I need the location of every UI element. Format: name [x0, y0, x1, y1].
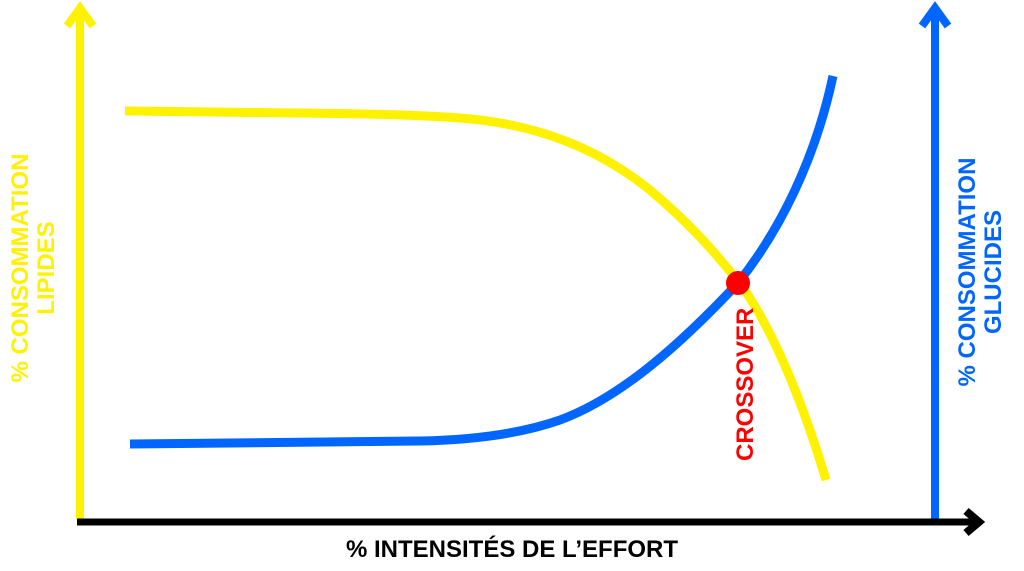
x-axis-label: % INTENSITÉS DE L’EFFORT — [345, 536, 679, 563]
left-axis-label-line2: LIPIDES — [33, 221, 60, 315]
left-axis-arrow-icon — [63, 1, 97, 29]
right-axis-arrow-icon — [918, 1, 952, 29]
glucides-curve — [129, 75, 838, 449]
right-axis-label: % CONSOMMATION GLUCIDES — [954, 142, 1011, 402]
right-axis-label-line2: GLUCIDES — [980, 210, 1007, 335]
crossover-label: CROSSOVER — [732, 307, 759, 461]
left-axis-label: % CONSOMMATION LIPIDES — [7, 138, 64, 398]
right-axis-label-line1: % CONSOMMATION — [954, 157, 981, 387]
crossover-point — [726, 271, 750, 295]
x-axis-arrow-icon — [963, 507, 986, 537]
lipides-curve — [124, 106, 831, 482]
left-axis-label-line1: % CONSOMMATION — [7, 153, 34, 383]
